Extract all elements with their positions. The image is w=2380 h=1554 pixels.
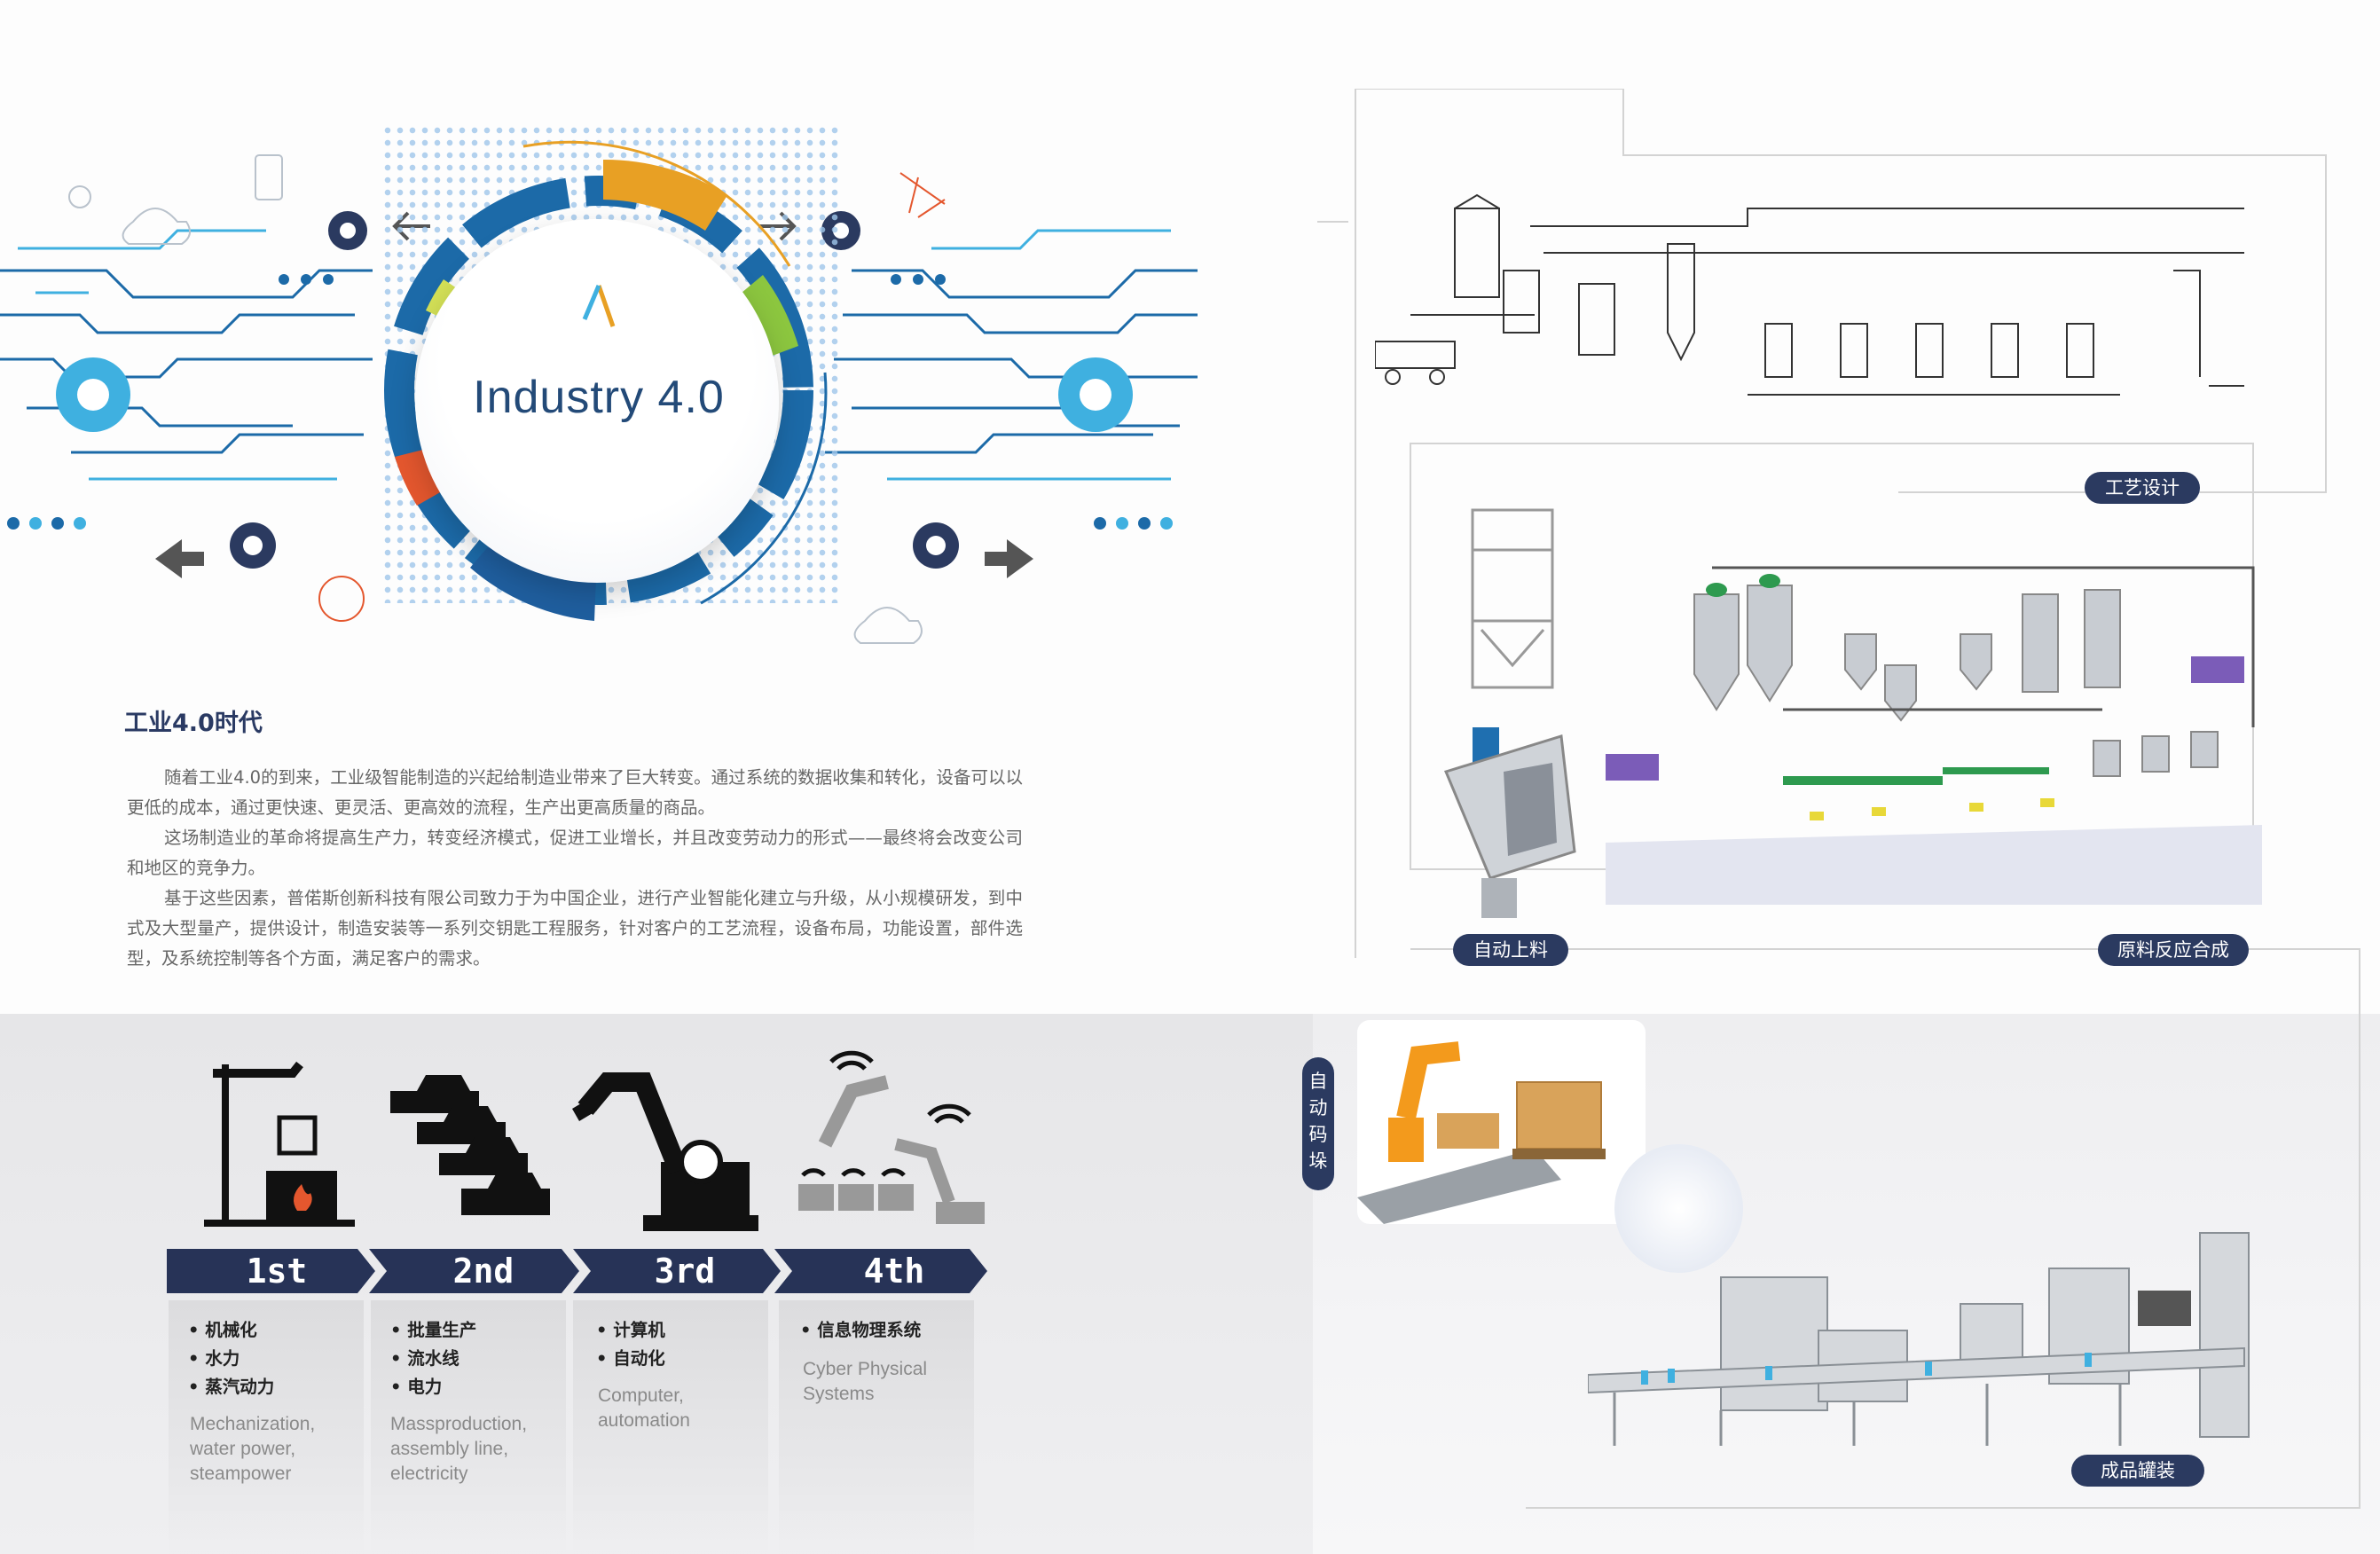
- intro-paragraph-2: 这场制造业的革命将提高生产力，转变经济模式，促进工业增长，并且改变劳动力的形式—…: [127, 828, 1023, 878]
- palletizing-robot-illustration: [1357, 1041, 1606, 1224]
- intro-paragraph-1: 随着工业4.0的到来，工业级智能制造的兴起给制造业带来了巨大转变。通过系统的数据…: [127, 767, 1023, 818]
- era3-english: Computer,automation: [598, 1385, 690, 1431]
- palletizing-photo: [1357, 1020, 1646, 1224]
- cyber-physical-robots-icon: [798, 1050, 985, 1224]
- era-label-2: 2nd: [452, 1252, 514, 1291]
- circuit-diagram: [0, 154, 1198, 644]
- robot-arm-icon: [572, 1072, 758, 1231]
- logo-a-icon: [582, 285, 616, 327]
- reaction-synthesis-plant: [1606, 566, 2262, 905]
- era-panel-3: [573, 1300, 768, 1554]
- process-design-schematic: [1375, 193, 2244, 396]
- intro-paragraph-3: 基于这些因素，普偌斯创新科技有限公司致力于为中国企业，进行产业智能化建立与升级，…: [127, 888, 1023, 969]
- industry-ring-segments: [384, 140, 828, 621]
- era3-bullets: • 计算机 • 自动化: [596, 1320, 665, 1369]
- era-arrow-bar: [167, 1249, 987, 1293]
- era1-bullets: • 机械化 • 水力 • 蒸汽动力: [188, 1320, 275, 1397]
- label-process-design: 工艺设计: [2085, 472, 2200, 504]
- era2-bullets: • 批量生产 • 流水线 • 电力: [390, 1320, 477, 1397]
- label-reaction-synthesis: 原料反应合成: [2098, 934, 2249, 966]
- era-panel-4: [779, 1300, 974, 1554]
- era2-english: Massproduction,assembly line,electricity: [390, 1414, 528, 1484]
- steam-engine-icon: [204, 1061, 355, 1227]
- label-auto-feeding: 自动上料: [1453, 934, 1568, 966]
- label-auto-palletizing: 自动码垛: [1302, 1057, 1334, 1190]
- era-label-3: 3rd: [654, 1252, 716, 1291]
- hero-title: Industry 4.0: [473, 372, 725, 423]
- era-panel-1: [169, 1300, 364, 1554]
- label-product-filling: 成品罐装: [2071, 1455, 2204, 1487]
- era-label-4: 4th: [863, 1252, 925, 1291]
- era4-bullets: • 信息物理系统: [800, 1320, 922, 1340]
- product-filling-line: [1588, 1232, 2250, 1446]
- era-panel-2: [371, 1300, 566, 1554]
- section-heading: 工业4.0时代: [124, 710, 263, 737]
- palletizing-detail-circle: [1614, 1144, 1743, 1273]
- industry-center-disc: [415, 219, 779, 583]
- era-label-1: 1st: [246, 1252, 308, 1291]
- cars-production-icon: [390, 1075, 550, 1215]
- era1-english: Mechanization,water power,steampower: [190, 1414, 316, 1484]
- auto-feeding-machine: [1443, 508, 1576, 918]
